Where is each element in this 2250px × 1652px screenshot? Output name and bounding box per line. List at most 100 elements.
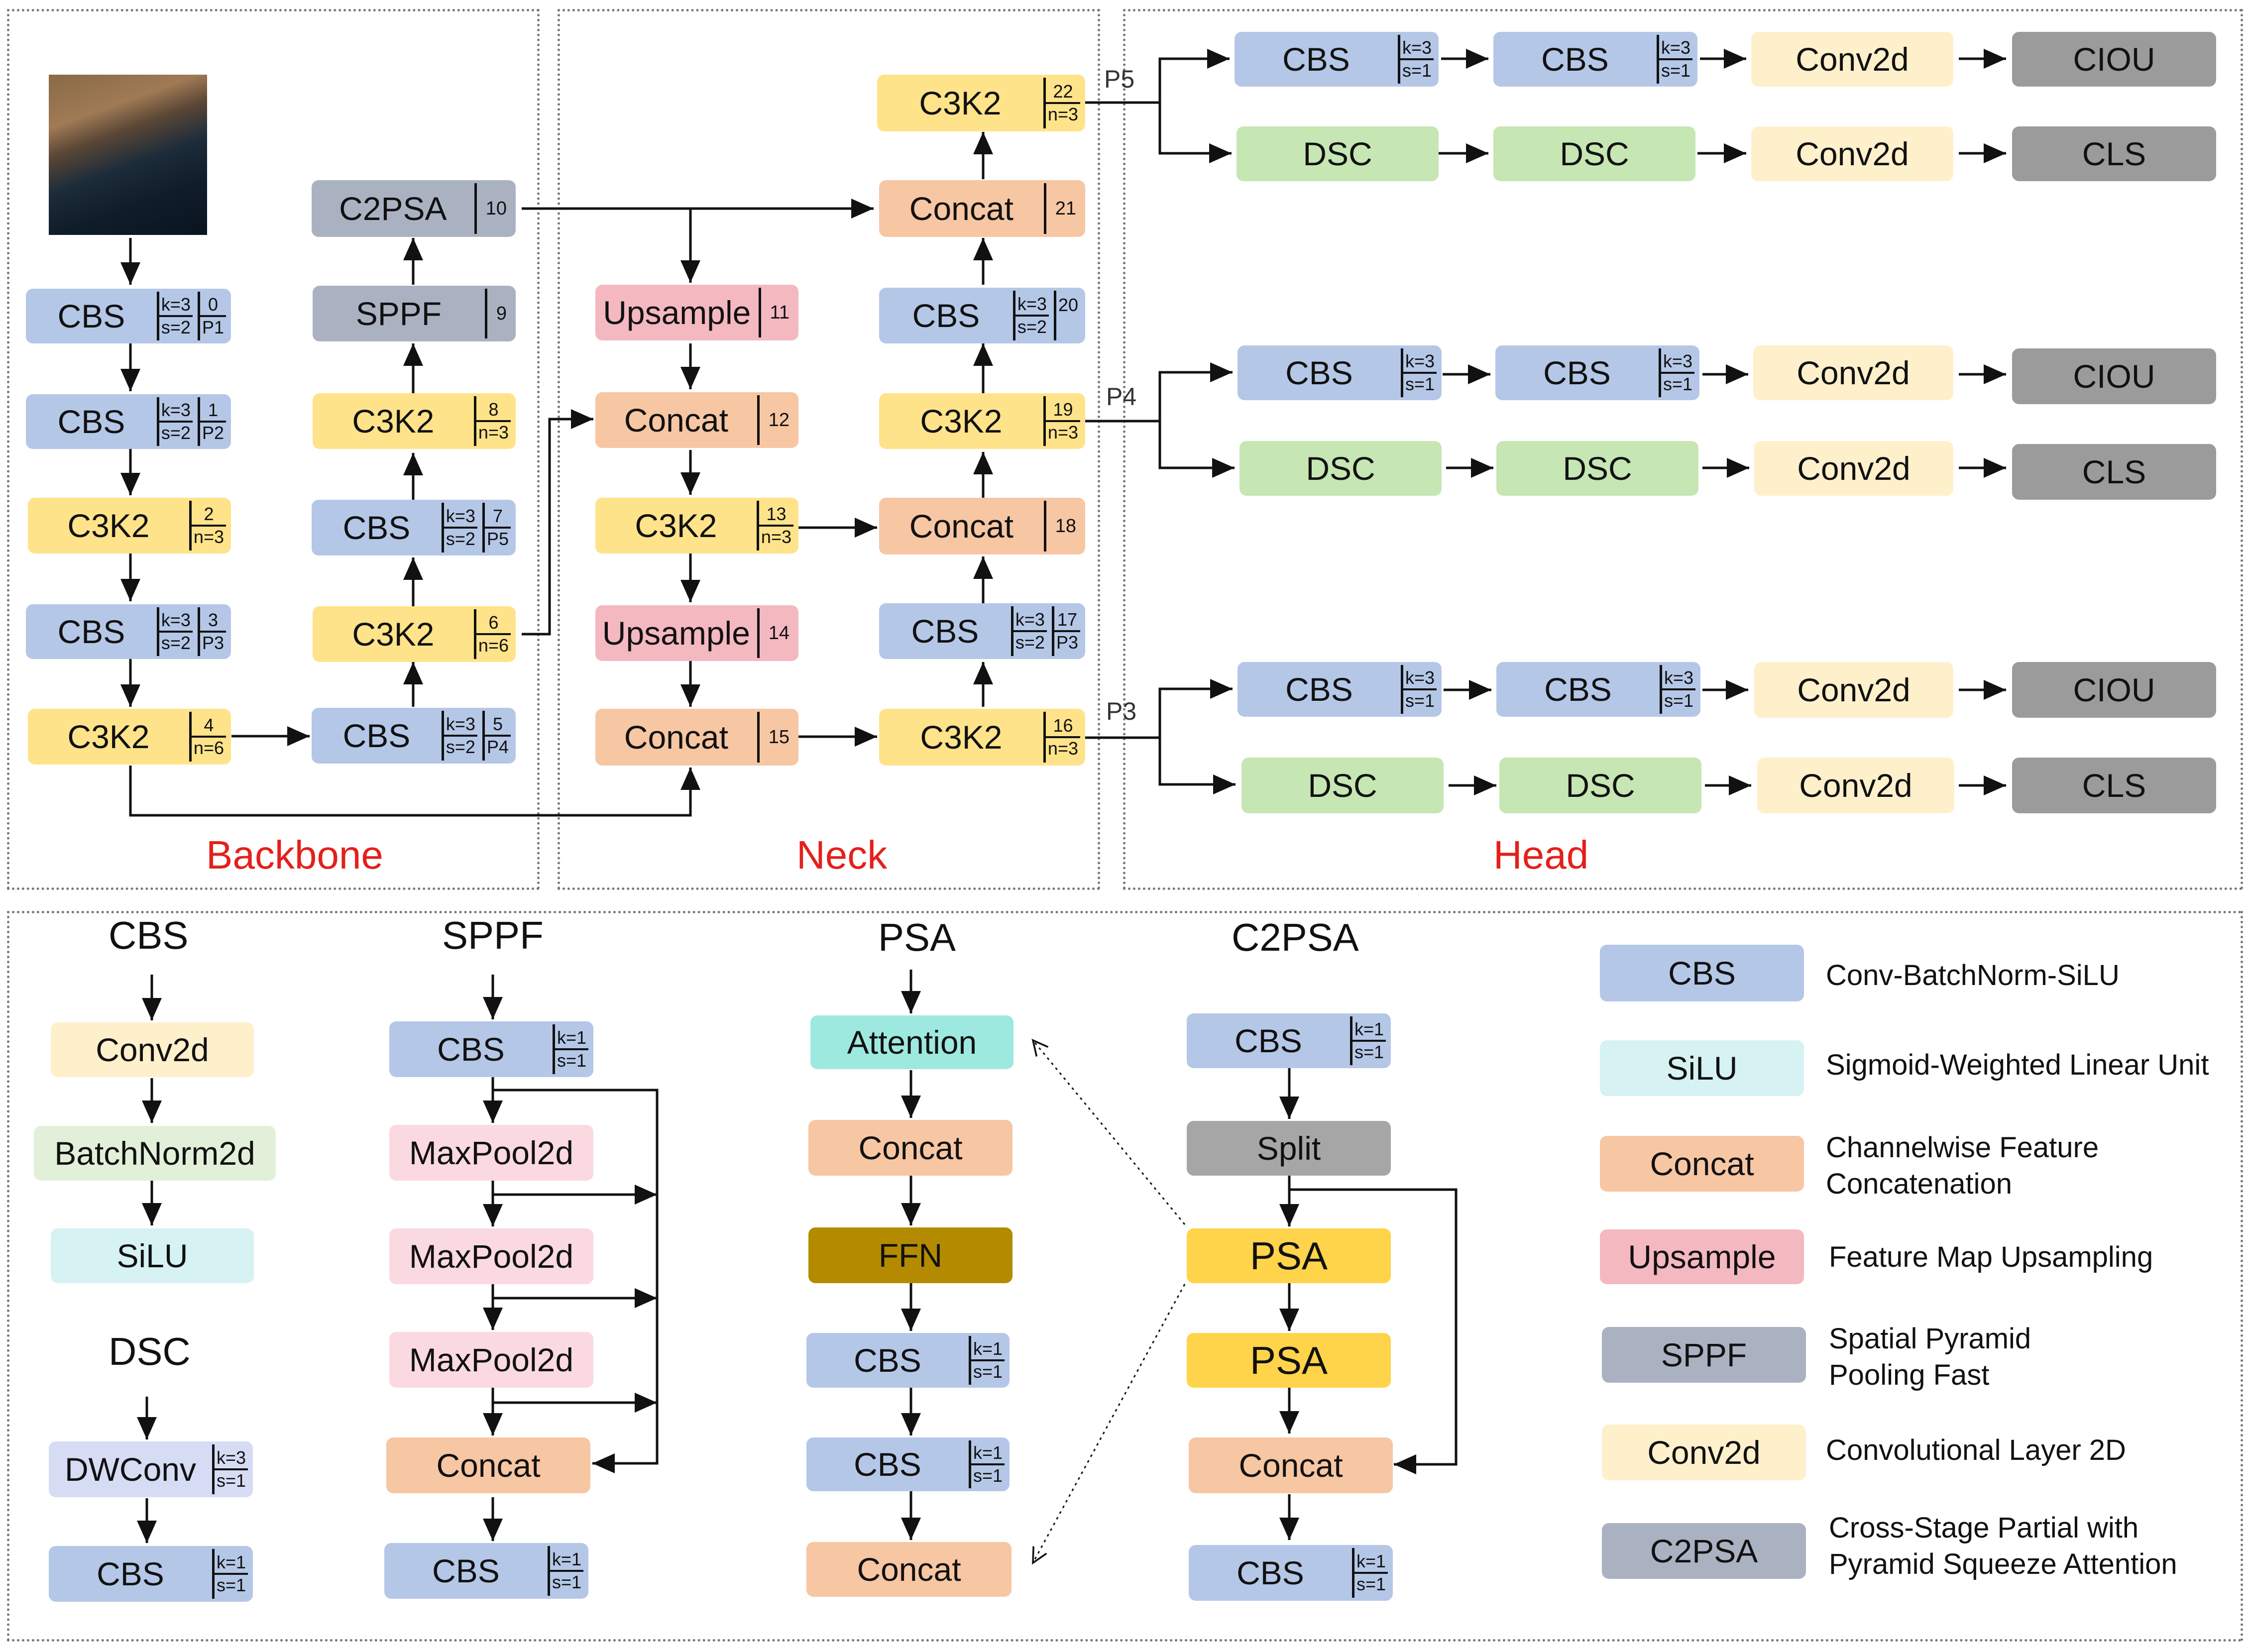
- block-param: s=2: [1017, 317, 1047, 337]
- block-name: C3K2: [352, 403, 435, 440]
- block-name: DSC: [1303, 135, 1372, 172]
- head-p5-conv2d-box-2: Conv2d: [1751, 126, 1953, 181]
- head-p4-ciou: CIOU: [2012, 348, 2216, 404]
- legend-name: Conv2d: [1647, 1434, 1761, 1471]
- block-param: k=3: [1662, 667, 1695, 690]
- block-param: k=3: [159, 294, 193, 317]
- block-name: MaxPool2d: [409, 1341, 574, 1378]
- legend-desc-line: Convolutional Layer 2D: [1826, 1434, 2126, 1466]
- block-name: CIOU: [2073, 671, 2155, 708]
- block-name: Upsample: [603, 294, 751, 331]
- neck-concat-12: Concat 12: [595, 392, 798, 448]
- block-name: DSC: [1566, 767, 1635, 804]
- sppf-detail-maxpool-2: MaxPool2d: [389, 1228, 593, 1284]
- p3-label: P3: [1106, 697, 1137, 725]
- block-index: 12: [768, 409, 789, 431]
- block-name: CBS: [342, 509, 411, 546]
- cbs-detail-title: CBS: [109, 913, 189, 957]
- block-name: CBS: [1541, 41, 1609, 78]
- cbs-detail-silu: SiLU: [51, 1228, 254, 1283]
- head-p3-conv2d-box: Conv2d: [1754, 662, 1953, 718]
- block-name: Concat: [909, 508, 1013, 545]
- neck-concat-15: Concat 15: [595, 709, 798, 766]
- block-param: k=3: [1403, 351, 1437, 374]
- sppf-detail-maxpool-3: MaxPool2d: [389, 1332, 593, 1388]
- block-name: CIOU: [2073, 41, 2155, 78]
- block-index: 1: [200, 400, 226, 423]
- block-name: CLS: [2082, 767, 2146, 804]
- block-param: n=3: [193, 527, 224, 547]
- sppf-detail-maxpool-1: MaxPool2d: [389, 1125, 593, 1181]
- block-param: n=6: [193, 738, 224, 758]
- block-name: Concat: [624, 719, 728, 756]
- legend-name: SiLU: [1666, 1050, 1738, 1087]
- block-param: k=3: [444, 714, 477, 737]
- block-name: PSA: [1249, 1338, 1328, 1382]
- dsc-detail-title: DSC: [109, 1329, 191, 1373]
- block-level: P4: [486, 737, 509, 757]
- block-index: 17: [1054, 609, 1080, 632]
- block-index: 16: [1045, 715, 1080, 738]
- block-name: CBS: [1285, 671, 1353, 708]
- head-p4-cls: CLS: [2012, 444, 2216, 500]
- input-image: [49, 75, 207, 235]
- block-name: CBS: [1544, 671, 1612, 708]
- block-param: s=1: [216, 1470, 246, 1491]
- block-name: CBS: [97, 1555, 164, 1592]
- block-name: CBS: [432, 1552, 500, 1589]
- block-index: 21: [1055, 198, 1076, 219]
- block-level: P5: [486, 529, 509, 549]
- legend-name: C2PSA: [1650, 1533, 1758, 1569]
- block-name: Concat: [1238, 1447, 1343, 1484]
- block-param: s=1: [552, 1572, 581, 1592]
- block-name: DSC: [1560, 135, 1629, 172]
- block-name: CBS: [437, 1031, 505, 1068]
- block-name: Conv2d: [1799, 767, 1912, 804]
- block-index: 9: [496, 303, 507, 324]
- block-param: k=3: [1659, 37, 1692, 60]
- block-param: k=3: [159, 610, 193, 633]
- head-p5-dsc-2: DSC: [1493, 126, 1695, 181]
- block-name: CBS: [57, 298, 125, 334]
- head-p4-dsc-2: DSC: [1496, 441, 1698, 496]
- block-index: 18: [1055, 515, 1076, 537]
- backbone-panel: [7, 9, 540, 890]
- block-name: Conv2d: [96, 1031, 209, 1068]
- block-index: 5: [484, 714, 511, 737]
- legend-swatch-silu: SiLU: [1600, 1040, 1804, 1096]
- block-param: k=3: [1403, 667, 1437, 690]
- block-name: C3K2: [635, 507, 717, 544]
- head-p3-conv2d-box-2: Conv2d: [1757, 758, 1954, 813]
- block-name: C2PSA: [339, 190, 447, 227]
- psa-detail-attention: Attention: [810, 1015, 1013, 1069]
- p5-label: P5: [1104, 65, 1135, 93]
- block-name: CBS: [1543, 354, 1611, 391]
- block-name: Conv2d: [1796, 41, 1909, 78]
- legend-swatch-concat: Concat: [1600, 1136, 1804, 1192]
- block-index: 22: [1045, 81, 1080, 104]
- head-p4-conv2d-box: Conv2d: [1753, 345, 1953, 400]
- block-name: DWConv: [64, 1451, 196, 1488]
- block-name: SiLU: [116, 1237, 188, 1274]
- block-name: CBS: [1282, 41, 1350, 78]
- block-level: P2: [202, 423, 224, 443]
- legend-name: CBS: [1668, 955, 1736, 991]
- block-name: Concat: [858, 1129, 963, 1166]
- legend-swatch-c2psa: C2PSA: [1602, 1523, 1806, 1579]
- block-name: MaxPool2d: [409, 1238, 574, 1275]
- neck-panel: [558, 9, 1100, 890]
- psa-detail-concat-2: Concat: [806, 1542, 1012, 1597]
